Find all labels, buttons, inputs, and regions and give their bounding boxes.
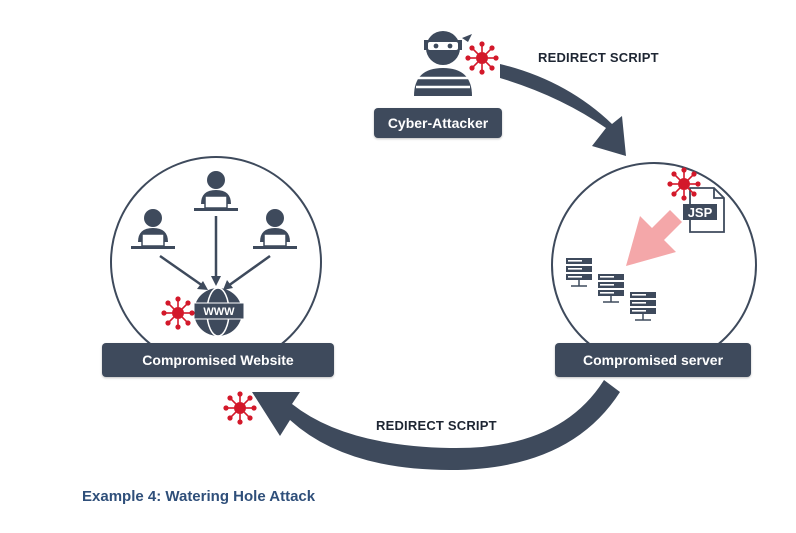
attacker-label: Cyber-Attacker	[374, 108, 502, 138]
virus-icon	[161, 296, 195, 330]
jsp-text: JSP	[688, 205, 713, 220]
virus-icon	[223, 391, 257, 425]
www-globe-icon: WWW	[193, 287, 245, 337]
redirect-arrow-top	[500, 64, 626, 156]
www-text: WWW	[203, 306, 235, 318]
virus-icon	[667, 167, 701, 201]
website-label: Compromised Website	[102, 343, 334, 377]
jsp-file-icon: JSP	[683, 187, 725, 233]
redirect-script-bottom-label: REDIRECT SCRIPT	[376, 418, 497, 433]
server-circle	[551, 162, 757, 368]
redirect-arrow-bottom	[252, 380, 620, 470]
figure-caption: Example 4: Watering Hole Attack	[82, 488, 316, 505]
virus-icon	[465, 41, 499, 75]
user-arrows	[159, 216, 271, 290]
injection-arrow	[626, 210, 682, 266]
hacker-icon	[414, 31, 472, 96]
server-label: Compromised server	[555, 343, 751, 377]
redirect-script-top-label: REDIRECT SCRIPT	[538, 50, 659, 65]
